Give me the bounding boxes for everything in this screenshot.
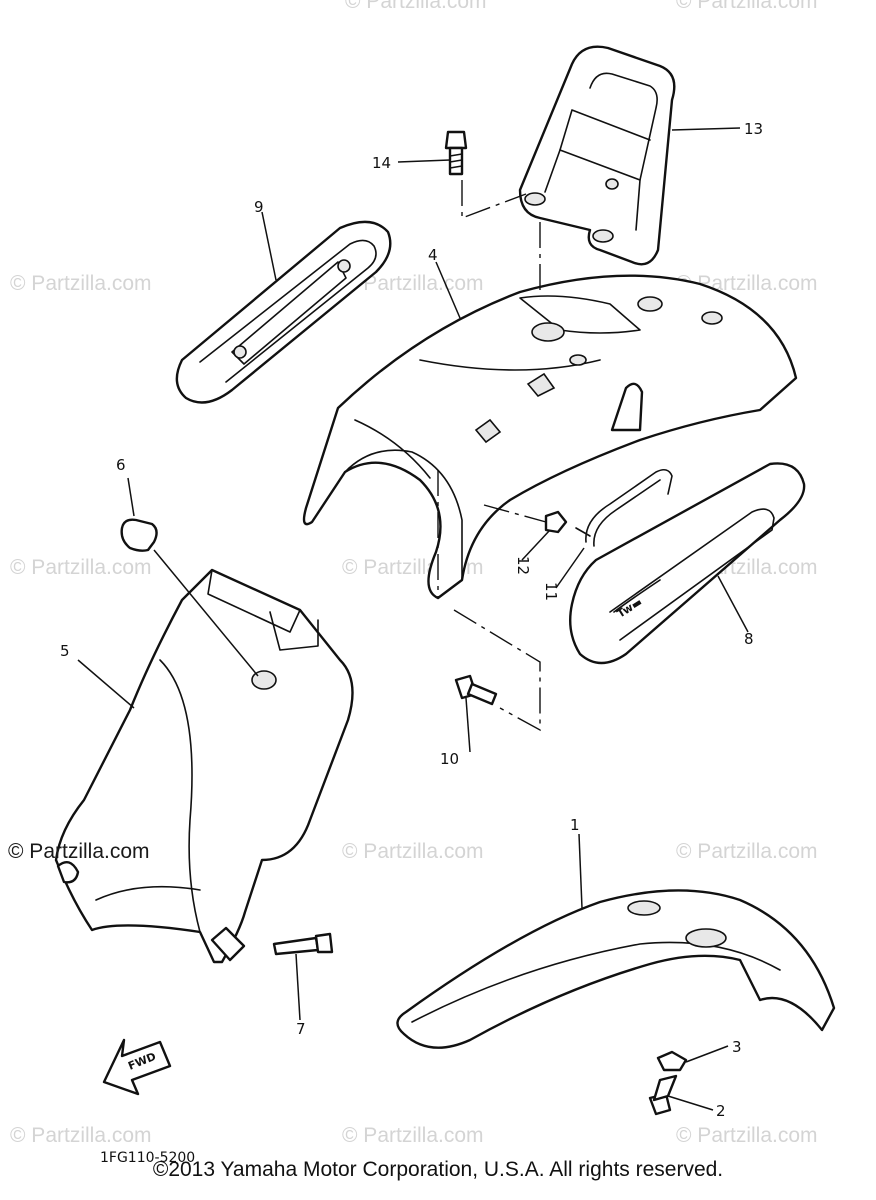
callout-6: 6 — [116, 456, 126, 474]
callout-10: 10 — [440, 750, 459, 768]
part-2-bolt — [648, 1074, 678, 1116]
part-13-grab-bar — [518, 45, 676, 266]
watermark: © Partzilla.com — [676, 0, 818, 13]
copyright-notice: ©2013 Yamaha Motor Corporation, U.S.A. A… — [152, 1158, 724, 1181]
diagram-code: 1FG110-5200 — [100, 1150, 195, 1166]
watermark: © Partzilla.com — [10, 272, 152, 295]
watermark: © Partzilla.com — [342, 1124, 484, 1147]
part-1-front-fender — [396, 889, 836, 1049]
callout-3: 3 — [732, 1038, 742, 1056]
callout-9: 9 — [254, 198, 264, 216]
watermark: © Partzilla.com — [676, 840, 818, 863]
watermark: © Partzilla.com — [10, 556, 152, 579]
callout-2: 2 — [716, 1102, 726, 1120]
part-4-rear-fender — [302, 274, 798, 600]
leader-lines — [77, 127, 749, 1111]
part-9-side-cover — [175, 220, 392, 404]
callout-12: 12 — [514, 556, 532, 575]
watermark-dark: © Partzilla.com — [8, 840, 150, 863]
callout-5: 5 — [60, 642, 70, 660]
part-14-bolt — [444, 130, 468, 176]
callout-labels: 1 2 3 4 5 6 7 8 9 10 11 12 13 14 — [60, 120, 763, 1120]
part-10-bolt — [454, 674, 498, 706]
watermark: © Partzilla.com — [676, 1124, 818, 1147]
part-6-grommet — [120, 518, 158, 552]
part-11-bracket — [575, 468, 673, 547]
part-7-bolt — [272, 932, 334, 956]
part-3-nut — [656, 1050, 688, 1072]
callout-7: 7 — [296, 1020, 306, 1038]
callout-13: 13 — [744, 120, 763, 138]
part-8-side-cover: Tw▬ — [569, 462, 806, 665]
watermark: © Partzilla.com — [10, 1124, 152, 1147]
watermark: © Partzilla.com — [345, 0, 487, 13]
callout-14: 14 — [372, 154, 391, 172]
part-12-nut — [544, 510, 568, 534]
watermark: © Partzilla.com — [342, 840, 484, 863]
part-5-inner-fender — [54, 568, 354, 964]
callout-1: 1 — [570, 816, 580, 834]
callout-8: 8 — [744, 630, 754, 648]
callout-11: 11 — [542, 582, 560, 601]
assembly-lines — [437, 180, 547, 732]
forward-direction-arrow: FWD — [102, 1038, 172, 1096]
callout-4: 4 — [428, 246, 438, 264]
